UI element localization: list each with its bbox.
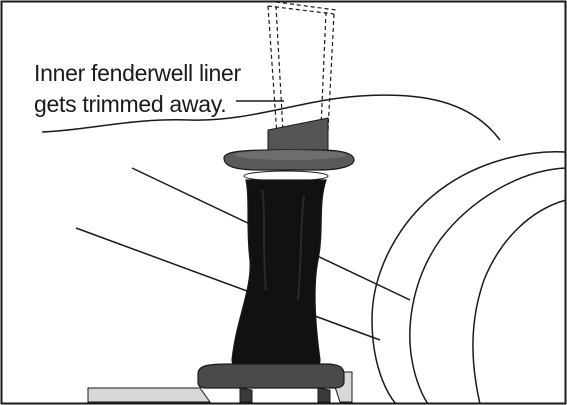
tire: [371, 151, 567, 405]
upper-bracket: [223, 117, 355, 171]
callout-line-1: Inner fenderwell liner: [34, 60, 241, 86]
callout-label: Inner fenderwell liner gets trimmed away…: [34, 58, 241, 120]
chassis-line-lower: [75, 227, 381, 341]
callout-line-2: gets trimmed away.: [34, 91, 227, 117]
lower-mount: [87, 363, 353, 403]
airbag: [231, 170, 329, 379]
fenderwell-line: [41, 94, 501, 141]
